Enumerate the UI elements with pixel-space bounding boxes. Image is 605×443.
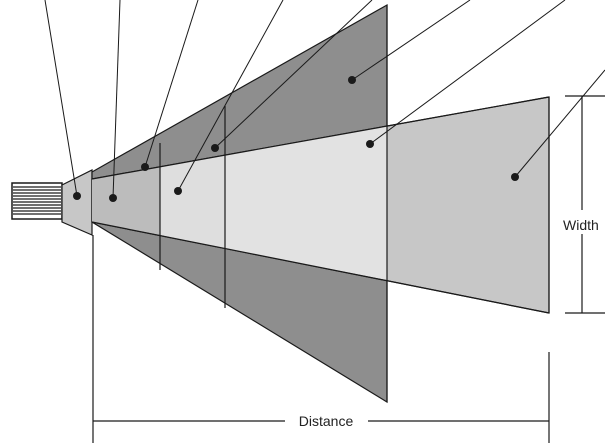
dot-1	[73, 192, 81, 200]
projector	[11, 169, 93, 236]
leader-4	[177, 0, 284, 192]
projector-grille	[13, 186, 61, 215]
projector-body	[11, 182, 63, 220]
leader-5	[214, 0, 373, 149]
leader-6	[351, 0, 471, 81]
width-label: Width	[563, 217, 599, 233]
dot-6	[348, 76, 356, 84]
leader-1	[44, 0, 78, 197]
dot-2	[109, 194, 117, 202]
overlap-section-3	[225, 126, 387, 280]
width-dimension	[565, 95, 605, 314]
projector-lens	[61, 169, 93, 236]
leader-lines	[44, 0, 605, 199]
distance-planes	[159, 5, 550, 402]
leader-2	[112, 0, 121, 199]
leader-8	[514, 69, 605, 178]
leader-7	[369, 0, 566, 145]
beam-edges	[91, 96, 550, 314]
dot-4	[174, 187, 182, 195]
dot-3	[141, 163, 149, 171]
dot-8	[511, 173, 519, 181]
overlap-section-2	[160, 155, 225, 249]
distance-dimension	[92, 235, 550, 443]
dot-7	[366, 140, 374, 148]
distance-label: Distance	[299, 413, 354, 429]
dot-5	[211, 144, 219, 152]
overlap-section-1	[92, 167, 160, 235]
leader-dots	[73, 76, 519, 202]
leader-3	[144, 0, 199, 168]
